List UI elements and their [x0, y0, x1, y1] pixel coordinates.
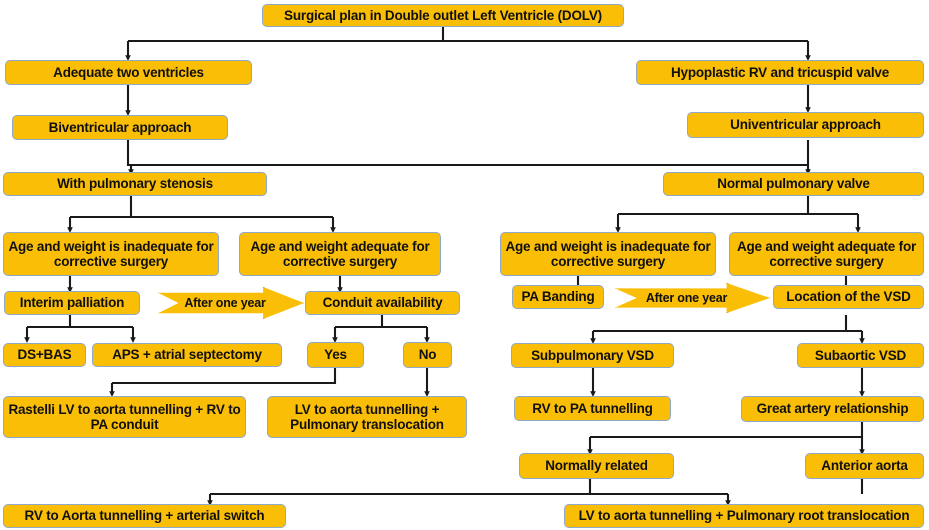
node-conduit-availability-label: Conduit availability: [322, 295, 443, 311]
node-lv-aorta-pulmonary-root-translocation-label: LV to aorta tunnelling + Pulmonary root …: [578, 508, 910, 524]
node-rastelli-label: Rastelli LV to aorta tunnelling + RV to …: [8, 401, 241, 432]
node-rv-aorta-arterial-switch-label: RV to Aorta tunnelling + arterial switch: [24, 508, 265, 524]
node-conduit-availability[interactable]: Conduit availability: [305, 291, 460, 315]
node-lv-aorta-pulmonary-root-translocation[interactable]: LV to aorta tunnelling + Pulmonary root …: [564, 504, 924, 528]
node-yes-label: Yes: [324, 347, 347, 363]
node-aps-atrial-septectomy-label: APS + atrial septectomy: [112, 347, 262, 363]
node-great-artery-relationship-label: Great artery relationship: [756, 401, 909, 417]
node-subaortic-vsd[interactable]: Subaortic VSD: [797, 343, 924, 368]
connector-label-after-one-year-right: After one year: [615, 283, 770, 313]
node-no-label: No: [418, 347, 437, 363]
node-normally-related[interactable]: Normally related: [519, 453, 674, 479]
node-age-adequate-right-label: Age and weight adequate for corrective s…: [736, 238, 917, 269]
node-univentricular-approach[interactable]: Univentricular approach: [687, 112, 924, 138]
node-ds-bas-label: DS+BAS: [17, 347, 72, 363]
node-univentricular-approach-label: Univentricular approach: [730, 117, 881, 133]
node-biventricular-approach[interactable]: Biventricular approach: [12, 115, 228, 140]
node-age-adequate-right[interactable]: Age and weight adequate for corrective s…: [729, 232, 924, 276]
node-age-adequate-left-label: Age and weight adequate for corrective s…: [250, 238, 430, 269]
node-age-adequate-left[interactable]: Age and weight adequate for corrective s…: [239, 232, 441, 276]
node-anterior-aorta-label: Anterior aorta: [821, 458, 908, 474]
node-age-inadequate-left[interactable]: Age and weight is inadequate for correct…: [3, 232, 219, 276]
node-normal-pulmonary-valve[interactable]: Normal pulmonary valve: [663, 172, 924, 196]
node-root-label: Surgical plan in Double outlet Left Vent…: [284, 7, 602, 23]
node-pa-banding-label: PA Banding: [521, 289, 595, 305]
node-normal-pulmonary-valve-label: Normal pulmonary valve: [717, 176, 870, 192]
node-interim-palliation[interactable]: Interim palliation: [4, 291, 140, 315]
node-hypoplastic-rv-label: Hypoplastic RV and tricuspid valve: [670, 64, 890, 80]
node-adequate-two-ventricles[interactable]: Adequate two ventricles: [5, 60, 252, 85]
node-normally-related-label: Normally related: [545, 458, 648, 474]
node-with-pulmonary-stenosis-label: With pulmonary stenosis: [57, 176, 213, 192]
node-age-inadequate-right-label: Age and weight is inadequate for correct…: [505, 238, 711, 269]
node-ds-bas[interactable]: DS+BAS: [3, 343, 86, 367]
node-lv-aorta-pulmonary-translocation-label: LV to aorta tunnelling + Pulmonary trans…: [290, 401, 444, 432]
node-subpulmonary-vsd-label: Subpulmonary VSD: [531, 347, 654, 363]
after-one-year-right-text: After one year: [645, 291, 728, 305]
node-root[interactable]: Surgical plan in Double outlet Left Vent…: [262, 4, 624, 27]
node-interim-palliation-label: Interim palliation: [19, 295, 125, 311]
node-with-pulmonary-stenosis[interactable]: With pulmonary stenosis: [3, 172, 267, 196]
node-rastelli[interactable]: Rastelli LV to aorta tunnelling + RV to …: [3, 396, 246, 438]
node-rv-to-pa-tunnelling-label: RV to PA tunnelling: [532, 400, 653, 416]
node-rv-to-pa-tunnelling[interactable]: RV to PA tunnelling: [514, 396, 671, 421]
node-lv-aorta-pulmonary-translocation[interactable]: LV to aorta tunnelling + Pulmonary trans…: [267, 396, 467, 438]
node-subaortic-vsd-label: Subaortic VSD: [814, 347, 907, 363]
node-hypoplastic-rv[interactable]: Hypoplastic RV and tricuspid valve: [636, 60, 924, 85]
node-pa-banding[interactable]: PA Banding: [512, 285, 604, 309]
node-adequate-two-ventricles-label: Adequate two ventricles: [53, 64, 204, 80]
node-rv-aorta-arterial-switch[interactable]: RV to Aorta tunnelling + arterial switch: [3, 504, 286, 528]
node-aps-atrial-septectomy[interactable]: APS + atrial septectomy: [92, 343, 282, 367]
node-anterior-aorta[interactable]: Anterior aorta: [805, 453, 924, 479]
after-one-year-left-text: After one year: [184, 296, 266, 310]
node-location-of-vsd[interactable]: Location of the VSD: [773, 285, 924, 309]
node-age-inadequate-left-label: Age and weight is inadequate for correct…: [8, 238, 214, 269]
node-biventricular-approach-label: Biventricular approach: [48, 119, 192, 135]
node-age-inadequate-right[interactable]: Age and weight is inadequate for correct…: [500, 232, 716, 276]
node-location-of-vsd-label: Location of the VSD: [786, 289, 911, 305]
node-subpulmonary-vsd[interactable]: Subpulmonary VSD: [511, 343, 674, 368]
node-great-artery-relationship[interactable]: Great artery relationship: [741, 396, 924, 422]
connector-label-after-one-year-left: After one year: [158, 287, 304, 319]
node-no[interactable]: No: [403, 342, 452, 368]
node-yes[interactable]: Yes: [307, 342, 364, 368]
